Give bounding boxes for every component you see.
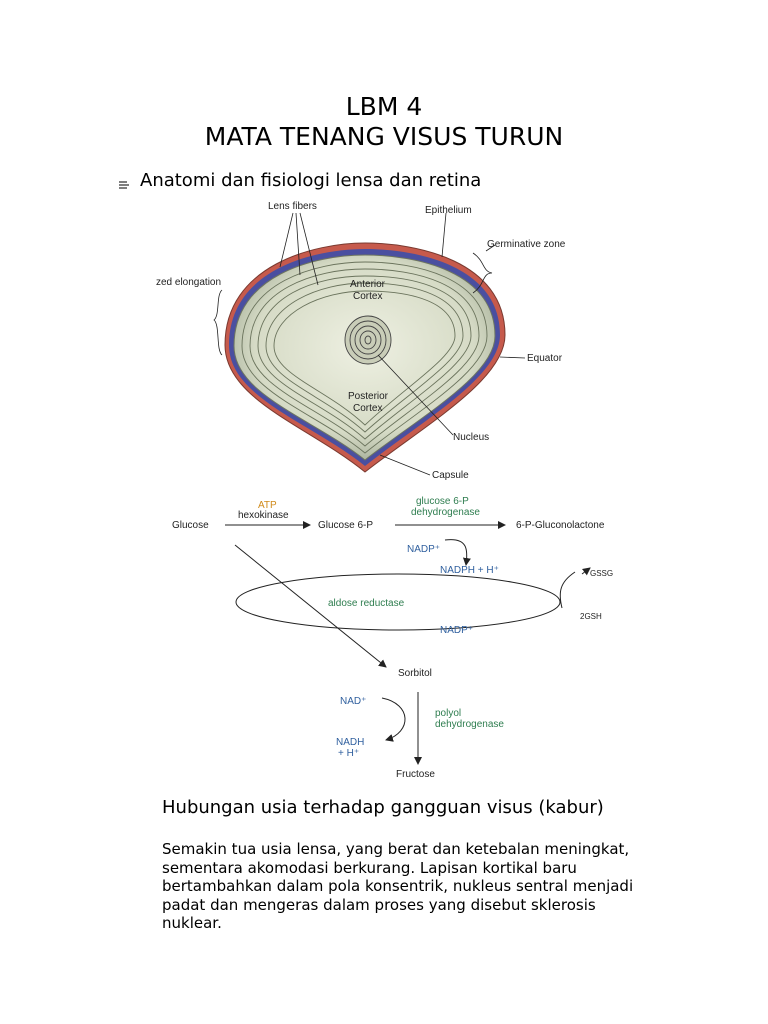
label-nad-plus: NAD⁺ (340, 696, 366, 707)
section-heading-anatomi: Anatomi dan fisiologi lensa dan retina (140, 170, 482, 191)
label-anterior: Anterior (350, 279, 386, 290)
label-nadp-bottom: NADP⁺ (440, 625, 473, 636)
section-heading-usia: Hubungan usia terhadap gangguan visus (k… (162, 797, 604, 818)
pathway-arrows (225, 521, 591, 765)
label-2gsh: 2GSH (580, 612, 602, 621)
paragraph-line: nuklear. (162, 914, 222, 932)
node-glucose: Glucose (172, 520, 209, 531)
paragraph-usia: Semakin tua usia lensa, yang berat dan k… (162, 840, 662, 933)
label-g6p-enzyme-line1: glucose 6-P (416, 496, 469, 507)
label-hexokinase: hexokinase (238, 510, 289, 521)
node-sorbitol: Sorbitol (398, 668, 432, 679)
paragraph-line: Semakin tua usia lensa, yang berat dan k… (162, 840, 630, 858)
label-nadh-line2: + H⁺ (338, 748, 359, 759)
label-nadh-line1: NADH (336, 737, 364, 748)
label-epithelium: Epithelium (425, 205, 472, 216)
label-nadph: NADPH + H⁺ (440, 565, 499, 576)
label-posterior: Posterior (348, 391, 389, 402)
paragraph-line: sementara akomodasi berkurang. Lapisan k… (162, 858, 577, 877)
label-gssg: GSSG (590, 569, 613, 578)
node-fructose: Fructose (396, 769, 435, 780)
label-aldose-reductase: aldose reductase (328, 598, 405, 609)
paragraph-line: bertambahkan dalam pola konsentrik, nukl… (162, 877, 634, 895)
label-nadp-top: NADP⁺ (407, 544, 440, 555)
label-atp: ATP (258, 500, 277, 511)
label-g6p-enzyme-line2: dehydrogenase (411, 507, 480, 518)
label-lens-fibers: Lens fibers (268, 201, 317, 212)
polyol-pathway-figure: Glucose ATP hexokinase Glucose 6-P gluco… (172, 496, 613, 780)
label-polyol-line1: polyol (435, 708, 461, 719)
lens-anatomy-figure: Lens fibers Epithelium Germinative zone … (156, 201, 566, 481)
label-equator: Equator (527, 353, 563, 364)
lens-leader-lines (213, 212, 526, 476)
lens-fiber-rings (241, 261, 488, 454)
label-anterior-cortex: Cortex (353, 291, 382, 302)
page-title-line2: MATA TENANG VISUS TURUN (204, 122, 564, 151)
label-posterior-cortex: Cortex (353, 403, 382, 414)
label-polyol-line2: dehydrogenase (435, 719, 504, 730)
bullet-icon (119, 180, 129, 189)
paragraph-line: padat dan mengeras dalam proses yang dis… (162, 895, 596, 914)
node-gluconolactone: 6-P-Gluconolactone (516, 520, 605, 531)
lens-nucleus (344, 315, 392, 365)
page-title-line1: LBM 4 (345, 92, 423, 121)
section-anatomi: Anatomi dan fisiologi lensa dan retina (118, 170, 481, 191)
node-glucose-6p: Glucose 6-P (318, 520, 373, 531)
label-capsule: Capsule (432, 470, 469, 481)
label-germinative-zone: Germinative zone (487, 239, 566, 250)
label-nucleus: Nucleus (453, 432, 489, 443)
label-cell-elongation: zed elongation (156, 277, 221, 288)
